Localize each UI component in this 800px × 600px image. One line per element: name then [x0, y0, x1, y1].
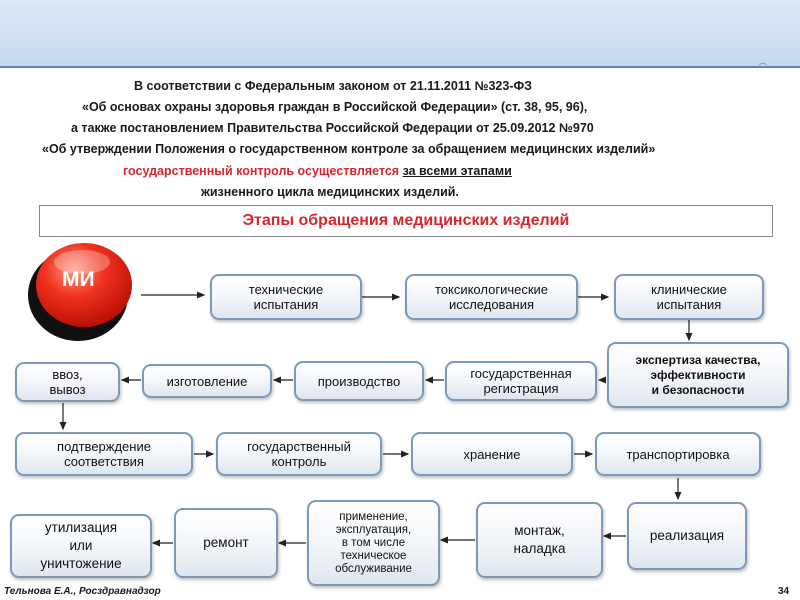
footer-author: Тельнова Е.А., Росздравнадзор: [4, 586, 161, 597]
node-state-registration: государственная регистрация: [445, 361, 597, 401]
intro-line-6: жизненного цикла медицинских изделий.: [201, 185, 459, 199]
node-manufacturing-label: изготовление: [166, 373, 248, 389]
intro-line-5: государственный контроль осуществляется …: [123, 164, 512, 179]
node-conformity-confirmation: подтверждение соответствия: [15, 432, 193, 476]
node-toxicology: токсикологические исследования: [405, 274, 578, 320]
node-toxicology-label: токсикологические исследования: [434, 282, 549, 312]
node-quality-expertise: экспертиза качества, эффективности и без…: [607, 342, 789, 408]
node-storage: хранение: [411, 432, 573, 476]
node-state-registration-label: государственная регистрация: [470, 366, 572, 396]
intro-line-5-underlined: за всеми этапами: [402, 164, 512, 178]
node-storage-label: хранение: [463, 446, 521, 462]
node-conformity-confirmation-label: подтверждение соответствия: [57, 439, 151, 469]
node-sale: реализация: [627, 502, 747, 570]
node-technical-tests: технические испытания: [210, 274, 362, 320]
node-quality-expertise-label: экспертиза качества, эффективности и без…: [635, 352, 761, 397]
node-disposal-label: утилизация или уничтожение: [40, 520, 122, 571]
intro-line-3: а также постановлением Правительства Рос…: [71, 121, 594, 135]
node-transportation-label: транспортировка: [626, 446, 730, 462]
node-disposal: утилизация или уничтожение: [10, 514, 152, 578]
node-installation-label: монтаж, наладка: [513, 523, 566, 556]
node-technical-tests-label: технические испытания: [248, 282, 324, 312]
node-repair-label: ремонт: [203, 535, 249, 550]
node-use-maintenance-label: применение, эксплуатация, в том числе те…: [335, 510, 412, 575]
node-import-export: ввоз, вывоз: [15, 362, 120, 402]
node-production: производство: [294, 361, 424, 401]
node-state-control: государственный контроль: [216, 432, 382, 476]
node-import-export-label: ввоз, вывоз: [49, 367, 86, 397]
title-banner: [0, 0, 800, 68]
stages-header: Этапы обращения медицинских изделий: [39, 205, 773, 237]
mi-label: МИ: [62, 268, 95, 291]
node-sale-label: реализация: [649, 528, 725, 543]
intro-line-4: «Об утверждении Положения о государствен…: [42, 142, 656, 156]
node-clinical-trials: клинические испытания: [614, 274, 764, 320]
intro-line-5-red: государственный контроль осуществляется: [123, 164, 400, 178]
node-manufacturing: изготовление: [142, 364, 272, 398]
mi-ball: [36, 243, 132, 327]
node-use-maintenance: применение, эксплуатация, в том числе те…: [307, 500, 440, 586]
node-state-control-label: государственный контроль: [247, 439, 351, 469]
node-installation: монтаж, наладка: [476, 502, 603, 578]
intro-line-2: «Об основах охраны здоровья граждан в Ро…: [82, 100, 588, 114]
intro-line-1: В соответствии с Федеральным законом от …: [134, 79, 532, 93]
node-repair: ремонт: [174, 508, 278, 578]
page-number: 34: [778, 586, 790, 597]
node-production-label: производство: [317, 373, 401, 389]
corner-mark: ⌒: [759, 63, 767, 72]
node-clinical-trials-label: клинические испытания: [651, 282, 727, 312]
node-transportation: транспортировка: [595, 432, 761, 476]
mi-ball-highlight: [54, 250, 110, 274]
